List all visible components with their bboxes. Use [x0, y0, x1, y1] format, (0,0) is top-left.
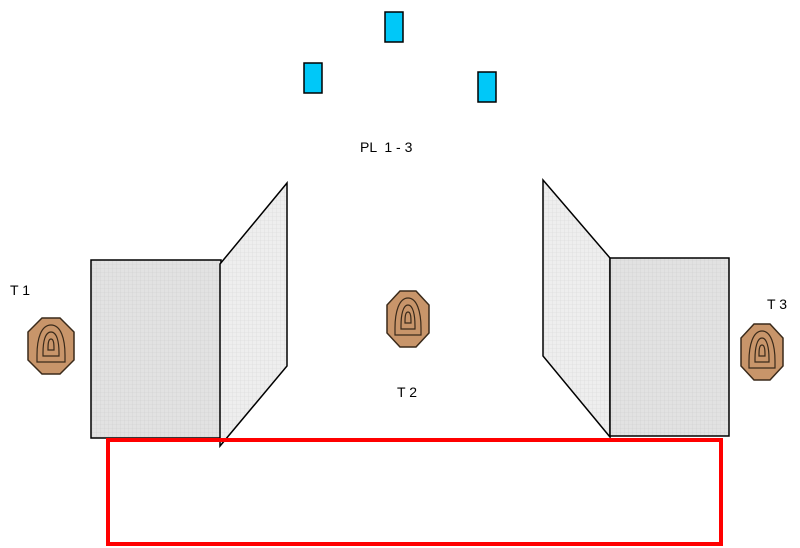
target-t3 [740, 323, 784, 381]
pl-label: PL 1 - 3 [360, 139, 413, 155]
right-wall-front [609, 257, 730, 437]
t1-label: T 1 [10, 282, 30, 298]
t2-label: T 2 [397, 384, 417, 400]
shooting-position-2 [303, 62, 323, 94]
right-wall-side [542, 177, 611, 440]
left-wall-front [90, 259, 222, 439]
target-t2 [386, 290, 430, 348]
shooting-position-3 [477, 71, 497, 103]
shooting-position-1 [384, 11, 404, 43]
shooting-area-box [106, 438, 723, 546]
target-t1 [27, 317, 75, 375]
left-wall-side [219, 180, 288, 449]
t3-label: T 3 [767, 296, 787, 312]
